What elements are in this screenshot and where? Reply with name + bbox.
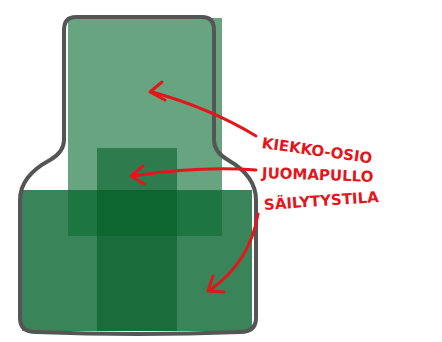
- leader-arrow: [132, 169, 256, 176]
- part-label: JUOMAPULLO: [262, 164, 374, 186]
- leader-arrow: [152, 92, 256, 136]
- part-label: SÄILYTYSTILA: [263, 188, 379, 214]
- leader-arrow: [210, 214, 258, 290]
- arrowhead: [150, 82, 165, 100]
- part-label: KIEKKO-OSIO: [261, 134, 374, 167]
- arrowhead: [208, 276, 224, 292]
- bag-outline: [20, 17, 256, 334]
- arrowhead: [131, 166, 144, 184]
